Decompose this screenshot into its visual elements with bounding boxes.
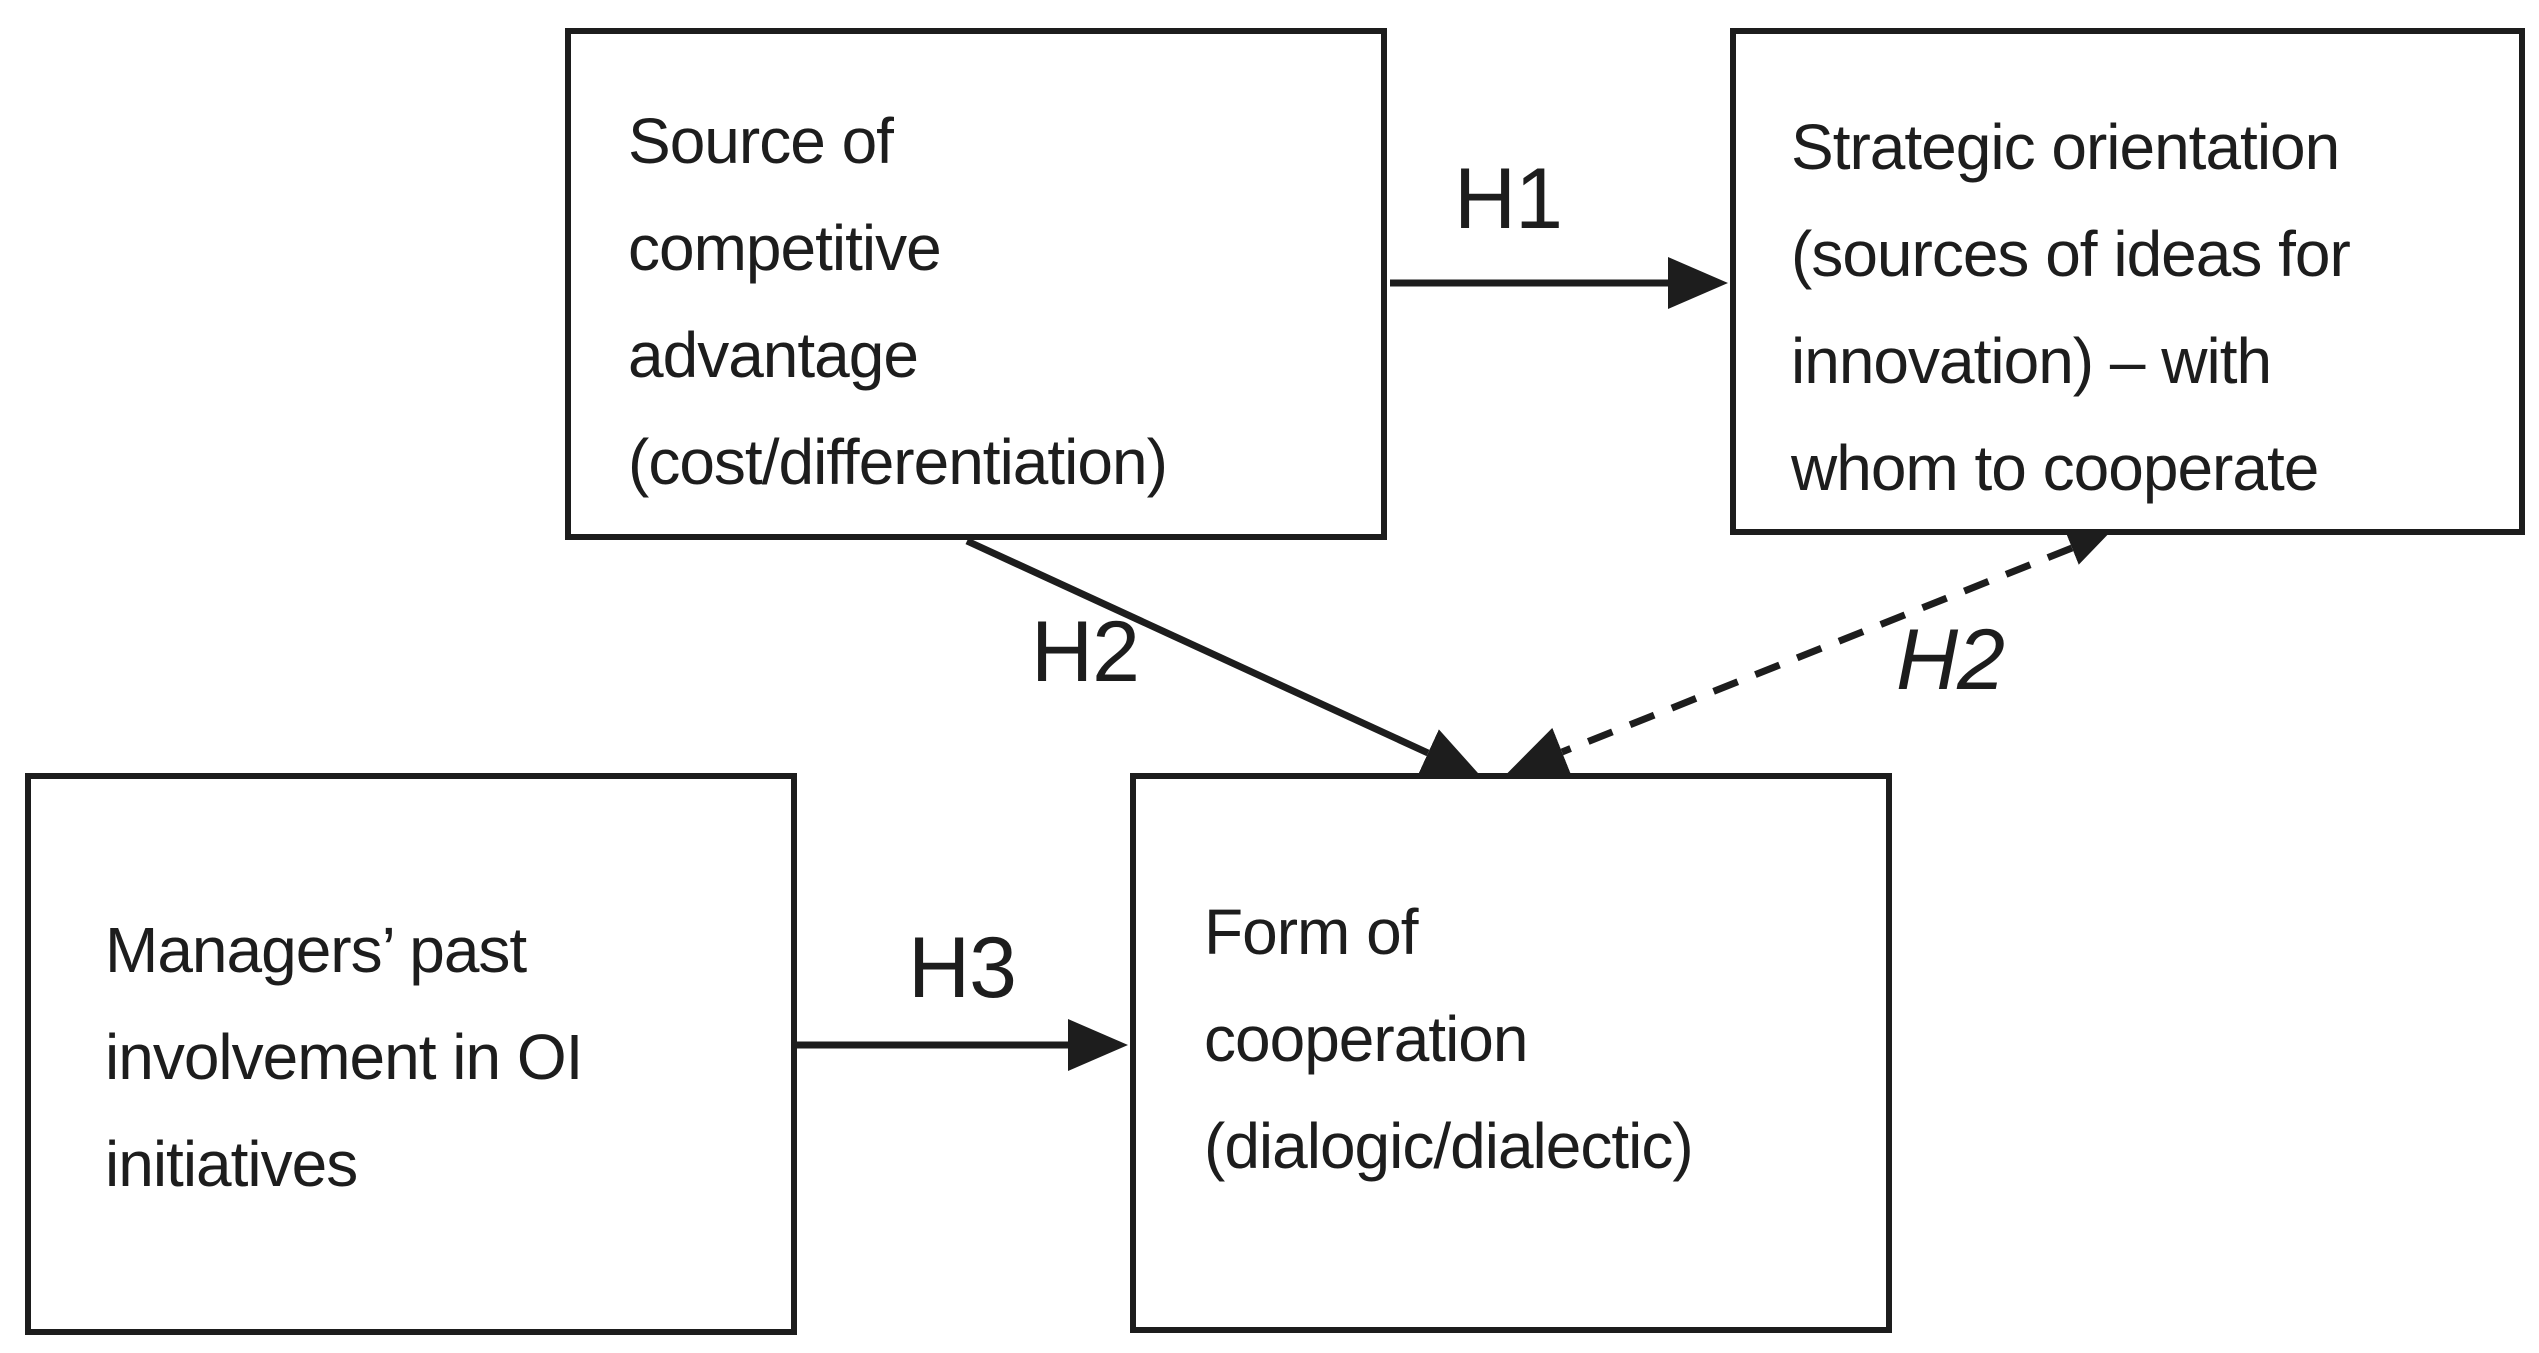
h2-dashed-arrow [1506, 531, 2110, 777]
edge-label-h2-dashed: H2 [1896, 612, 2005, 708]
node-form-of-cooperation: Form of cooperation (dialogic/dialectic) [1130, 773, 1892, 1333]
h2-solid-arrow [965, 537, 1483, 779]
node-managers-past-involvement: Managers’ past involvement in OI initiat… [25, 773, 797, 1335]
edge-label-h2-solid: H2 [1031, 604, 1140, 700]
node-strategic-orientation: Strategic orientation (sources of ideas … [1730, 28, 2525, 535]
node-source-of-competitive-advantage: Source of competitive advantage (cost/di… [565, 28, 1387, 540]
edge-label-h1: H1 [1454, 151, 1563, 247]
edge-label-h3: H3 [908, 920, 1017, 1016]
